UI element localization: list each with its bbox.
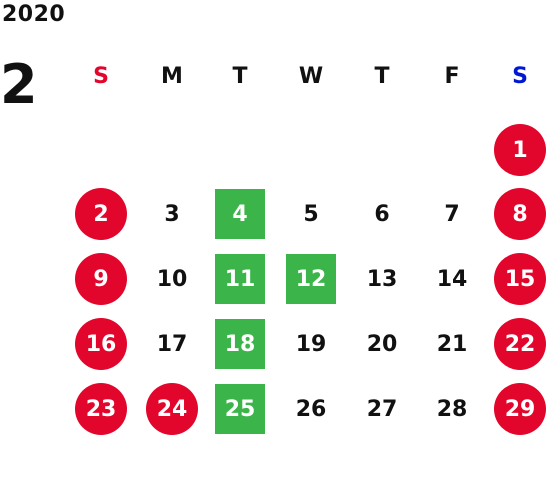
calendar-day-14[interactable]: 14 xyxy=(424,253,480,305)
calendar-day-10[interactable]: 10 xyxy=(144,253,200,305)
calendar-day-18[interactable]: 18 xyxy=(212,318,268,370)
calendar-day-24[interactable]: 24 xyxy=(144,383,200,435)
calendar-day-27[interactable]: 27 xyxy=(354,383,410,435)
calendar-year: 2020 xyxy=(2,2,66,27)
calendar-day-19[interactable]: 19 xyxy=(283,318,339,370)
calendar-day-11[interactable]: 11 xyxy=(212,253,268,305)
weekday-header-thursday: T xyxy=(374,64,390,89)
calendar-day-1[interactable]: 1 xyxy=(492,124,548,176)
calendar-day-number: 24 xyxy=(156,396,188,422)
calendar-day-number: 20 xyxy=(366,331,398,357)
calendar-day-21[interactable]: 21 xyxy=(424,318,480,370)
calendar-day-4[interactable]: 4 xyxy=(212,188,268,240)
calendar-day-number: 7 xyxy=(444,201,460,227)
calendar-day-number: 15 xyxy=(504,266,536,292)
calendar-day-number: 19 xyxy=(295,331,327,357)
calendar-day-29[interactable]: 29 xyxy=(492,383,548,435)
weekday-header-tuesday: T xyxy=(232,64,248,89)
calendar-day-7[interactable]: 7 xyxy=(424,188,480,240)
calendar-day-12[interactable]: 12 xyxy=(283,253,339,305)
calendar-day-26[interactable]: 26 xyxy=(283,383,339,435)
calendar-day-15[interactable]: 15 xyxy=(492,253,548,305)
calendar-day-number: 5 xyxy=(303,201,319,227)
calendar-day-number: 21 xyxy=(436,331,468,357)
calendar-day-number: 27 xyxy=(366,396,398,422)
calendar-day-number: 1 xyxy=(512,137,528,163)
calendar-day-number: 9 xyxy=(93,266,109,292)
calendar-day-6[interactable]: 6 xyxy=(354,188,410,240)
calendar-day-number: 26 xyxy=(295,396,327,422)
weekday-header-sunday: S xyxy=(93,64,109,89)
calendar-day-number: 23 xyxy=(85,396,117,422)
calendar-day-number: 25 xyxy=(224,396,256,422)
calendar-day-22[interactable]: 22 xyxy=(492,318,548,370)
weekday-header-friday: F xyxy=(444,64,460,89)
calendar-day-number: 17 xyxy=(156,331,188,357)
calendar-day-9[interactable]: 9 xyxy=(73,253,129,305)
calendar-day-number: 8 xyxy=(512,201,528,227)
calendar-day-number: 3 xyxy=(164,201,180,227)
calendar-month: 2 xyxy=(0,53,38,116)
calendar-day-number: 11 xyxy=(224,266,256,292)
calendar-day-28[interactable]: 28 xyxy=(424,383,480,435)
weekday-header-saturday: S xyxy=(512,64,528,89)
calendar-day-3[interactable]: 3 xyxy=(144,188,200,240)
calendar-day-number: 14 xyxy=(436,266,468,292)
calendar-day-number: 4 xyxy=(232,201,248,227)
calendar-day-5[interactable]: 5 xyxy=(283,188,339,240)
calendar-day-25[interactable]: 25 xyxy=(212,383,268,435)
calendar-day-number: 18 xyxy=(224,331,256,357)
calendar-day-16[interactable]: 16 xyxy=(73,318,129,370)
calendar-day-number: 22 xyxy=(504,331,536,357)
calendar-day-17[interactable]: 17 xyxy=(144,318,200,370)
calendar-day-number: 16 xyxy=(85,331,117,357)
calendar-day-8[interactable]: 8 xyxy=(492,188,548,240)
calendar-day-number: 29 xyxy=(504,396,536,422)
calendar-day-number: 2 xyxy=(93,201,109,227)
calendar-day-number: 10 xyxy=(156,266,188,292)
weekday-header-wednesday: W xyxy=(298,64,324,89)
calendar-day-number: 28 xyxy=(436,396,468,422)
calendar-day-number: 12 xyxy=(295,266,327,292)
calendar-day-13[interactable]: 13 xyxy=(354,253,410,305)
calendar-day-number: 13 xyxy=(366,266,398,292)
calendar-day-20[interactable]: 20 xyxy=(354,318,410,370)
calendar-day-23[interactable]: 23 xyxy=(73,383,129,435)
calendar-day-number: 6 xyxy=(374,201,390,227)
weekday-header-monday: M xyxy=(161,64,183,89)
calendar-day-2[interactable]: 2 xyxy=(73,188,129,240)
